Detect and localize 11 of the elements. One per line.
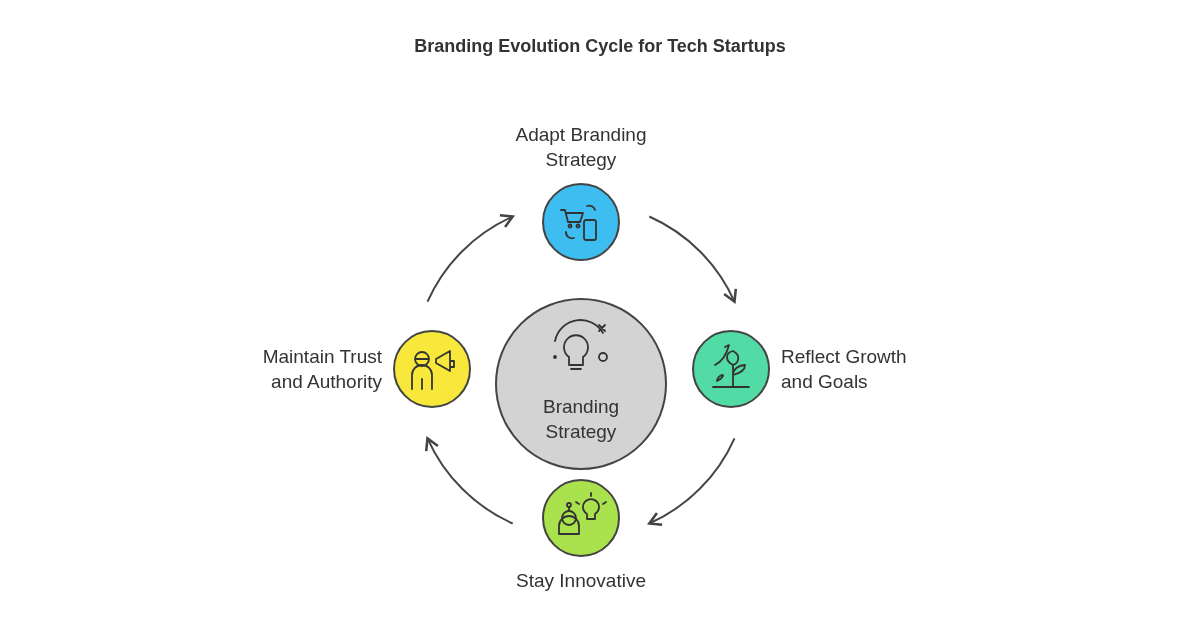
center-label: Branding Strategy — [541, 395, 621, 444]
step-label: Reflect Growth and Goals — [781, 345, 908, 394]
step-label: Maintain Trust and Authority — [261, 345, 382, 394]
curved-arrow — [648, 215, 737, 303]
curved-arrow — [426, 214, 514, 303]
diagram-title: Branding Evolution Cycle for Tech Startups — [413, 36, 787, 57]
center-circle-node — [494, 297, 668, 471]
step-label: Adapt Branding Strategy — [514, 123, 648, 172]
curved-arrow — [425, 437, 514, 525]
curved-arrow — [648, 437, 736, 526]
step-label: Stay Innovative — [515, 569, 647, 593]
